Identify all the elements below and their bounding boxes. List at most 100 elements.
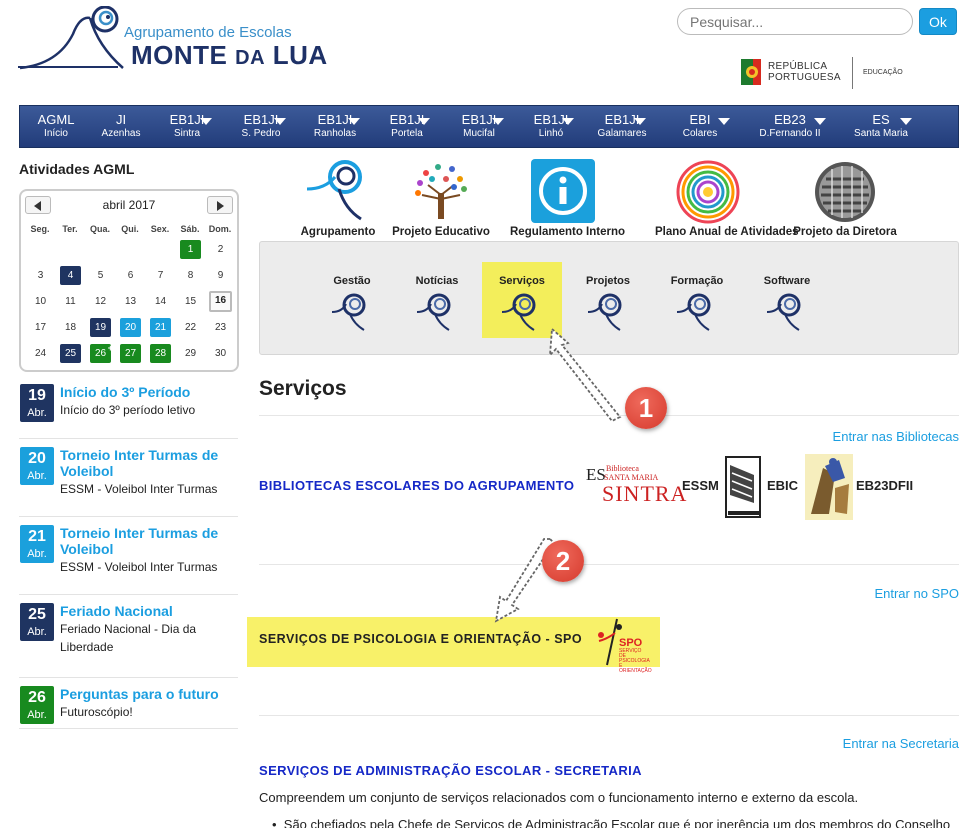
section-menu-label: Gestão <box>333 275 371 287</box>
search-button[interactable]: Ok <box>919 8 957 35</box>
chevron-down-icon <box>634 118 646 125</box>
calendar-day[interactable]: 12 <box>94 296 107 307</box>
section-menu-projetos[interactable]: Projetos <box>568 262 648 338</box>
event-title[interactable]: Início do 3º Período <box>60 384 191 400</box>
calendar-next-button[interactable] <box>207 196 233 214</box>
event-title[interactable]: Feriado Nacional <box>60 603 173 619</box>
libraries-link[interactable]: Entrar nas Bibliotecas <box>832 429 959 444</box>
calendar-day[interactable]: 6 <box>127 270 134 281</box>
ebic-label[interactable]: EBIC <box>767 478 799 493</box>
moon-logo-icon <box>332 293 366 331</box>
top-icon-plano-anual[interactable]: Plano Anual de Atividades <box>655 159 799 238</box>
nav-item-title: EBI <box>689 112 711 127</box>
search-input[interactable] <box>677 8 913 35</box>
calendar-day[interactable]: 10 <box>34 296 47 307</box>
top-icon-agrupamento[interactable]: Agrupamento <box>301 159 375 238</box>
calendar-day[interactable]: 8 <box>187 270 194 281</box>
annotation-arrow-1 <box>548 327 622 423</box>
calendar-day[interactable]: 25 <box>60 344 81 363</box>
calendar-day[interactable]: 21 <box>150 318 171 337</box>
ebic-library-icon[interactable] <box>724 455 766 521</box>
essm-library-logo[interactable]: ES Biblioteca SANTA MARIA SINTRA <box>586 464 688 506</box>
calendar-day[interactable]: 19 <box>90 318 111 337</box>
calendar-day[interactable]: 26+ <box>90 343 113 363</box>
calendar-day[interactable]: 5 <box>97 270 104 281</box>
logo-subtitle: Agrupamento de Escolas <box>124 24 292 41</box>
calendar-day[interactable]: 16 <box>209 291 232 312</box>
section-menu-label: Notícias <box>415 275 459 287</box>
top-icon-projeto-diretora[interactable]: Projeto da Diretora <box>793 159 897 238</box>
spo-banner[interactable]: SERVIÇOS DE PSICOLOGIA E ORIENTAÇÃO - SP… <box>247 617 660 674</box>
calendar-day[interactable]: 23 <box>214 322 227 333</box>
calendar-day[interactable]: 30 <box>214 348 227 359</box>
chevron-down-icon <box>348 118 360 125</box>
calendar-day[interactable]: 18 <box>64 322 77 333</box>
calendar-day[interactable]: 22 <box>184 322 197 333</box>
top-icon-regulamento[interactable]: Regulamento Interno <box>510 159 625 238</box>
grate-circle-icon <box>815 162 875 222</box>
libraries-title[interactable]: BIBLIOTECAS ESCOLARES DO AGRUPAMENTO <box>259 478 575 493</box>
section-menu-label: Projetos <box>585 275 630 287</box>
calendar-day[interactable]: 9 <box>217 270 224 281</box>
chevron-left-icon <box>34 201 41 211</box>
chevron-down-icon <box>814 118 826 125</box>
calendar-day[interactable]: 11 <box>65 296 76 307</box>
essm-label[interactable]: ESSM <box>682 478 719 493</box>
secretaria-link[interactable]: Entrar na Secretaria <box>842 736 959 751</box>
calendar-prev-button[interactable] <box>25 196 51 214</box>
event-month: Abr. <box>27 548 47 560</box>
calendar-day[interactable]: 7 <box>157 270 164 281</box>
calendar-day[interactable]: 3 <box>37 270 44 281</box>
top-icon-projeto-educativo[interactable]: Projeto Educativo <box>392 159 490 238</box>
eb23dfii-label[interactable]: EB23DFII <box>856 478 914 493</box>
site-logo[interactable]: Agrupamento de Escolas MONTE DA LUA <box>18 6 348 86</box>
event-day: 20 <box>28 450 46 467</box>
section-menu-notícias[interactable]: Notícias <box>397 262 477 338</box>
moon-logo-icon <box>306 160 362 221</box>
calendar-day[interactable]: 13 <box>124 296 137 307</box>
calendar-day[interactable]: 20 <box>120 318 141 337</box>
section-menu-formação[interactable]: Formação <box>657 262 737 338</box>
calendar-day[interactable]: 14 <box>154 296 167 307</box>
calendar-day[interactable]: 28 <box>150 344 171 363</box>
event-title[interactable]: Perguntas para o futuro <box>60 686 219 702</box>
nav-item-subtitle: Santa Maria <box>854 128 908 139</box>
nav-item-subtitle: D.Fernando II <box>759 128 821 139</box>
secretaria-title[interactable]: SERVIÇOS DE ADMINISTRAÇÃO ESCOLAR - SECR… <box>259 763 642 778</box>
event-title[interactable]: Torneio Inter Turmas de Voleibol <box>60 525 219 557</box>
calendar-day[interactable]: 27 <box>120 344 141 363</box>
calendar-day[interactable]: 2 <box>217 244 224 255</box>
section-menu-serviços[interactable]: Serviços <box>482 262 562 338</box>
event-title[interactable]: Torneio Inter Turmas de Voleibol <box>60 447 219 479</box>
calendar-day[interactable]: 29 <box>184 348 197 359</box>
calendar-day[interactable]: 4 <box>60 266 81 285</box>
spo-link[interactable]: Entrar no SPO <box>874 586 959 601</box>
calendar-day[interactable]: 15 <box>184 296 197 307</box>
calendar-day[interactable]: 1 <box>180 240 201 259</box>
eb23dfii-library-icon[interactable] <box>805 454 853 520</box>
section-menu-gestão[interactable]: Gestão <box>312 262 392 338</box>
calendar-day[interactable]: 17 <box>34 322 47 333</box>
logo-divider <box>852 57 853 89</box>
calendar-day[interactable]: 24 <box>34 348 47 359</box>
section-menu-software[interactable]: Software <box>747 262 827 338</box>
